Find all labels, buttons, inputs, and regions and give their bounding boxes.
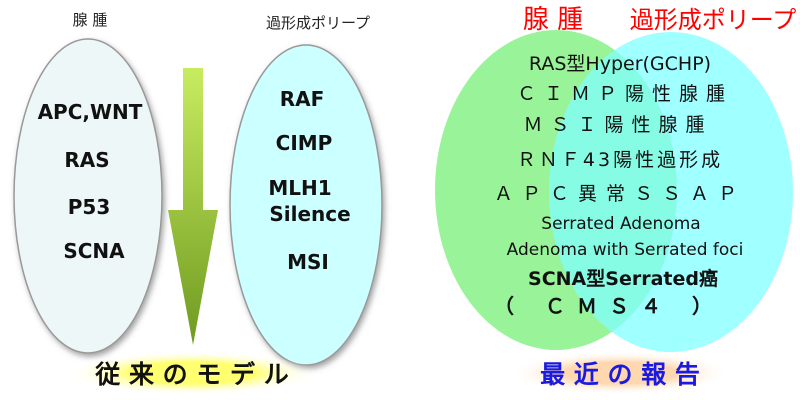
- down-arrow-icon: [168, 68, 218, 345]
- recent-item: ＲＮＦ43陽性過形成: [517, 149, 723, 171]
- hyperplastic-item: CIMP: [276, 131, 333, 155]
- old-model-caption: 従 来 の モ デ ル: [94, 360, 289, 389]
- adenoma-item: SCNA: [63, 239, 125, 263]
- hyperplastic-item: MSI: [287, 250, 329, 274]
- hyperplastic-venn-circle: [549, 32, 793, 352]
- hyperplastic-item: MLH1: [268, 176, 331, 200]
- recent-item: ＡＰＣ異常ＳＳＡＰ: [494, 183, 746, 205]
- adenoma-item: P53: [68, 195, 111, 219]
- old-model-panel: 腺 腫 過形成ポリープ APC,WNT RAS P53 SCNA RAF CIM…: [13, 11, 383, 395]
- adenoma-ellipse: [13, 38, 163, 354]
- recent-item: （ ＣＭＳ４ ）: [494, 294, 724, 318]
- hyperplastic-item: RAF: [280, 87, 325, 111]
- caption-glow: [510, 351, 730, 395]
- recent-item: ＭＳＩ陽性腺腫: [523, 114, 712, 136]
- adenoma-item: APC,WNT: [38, 100, 143, 124]
- adenoma-item: RAS: [64, 148, 109, 172]
- recent-item: ＣＩＭＰ陽性腺腫: [517, 83, 733, 105]
- recent-hyperplastic-title: 過形成ポリープ: [630, 6, 797, 34]
- old-adenoma-title: 腺 腫: [73, 11, 108, 29]
- recent-adenoma-title: 腺 腫: [523, 5, 583, 35]
- old-hyperplastic-title: 過形成ポリープ: [266, 14, 370, 32]
- recent-item: RAS型Hyper(GCHP): [529, 53, 711, 75]
- recent-caption: 最 近 の 報 告: [540, 360, 700, 389]
- recent-item: Adenoma with Serrated foci: [507, 240, 744, 260]
- recent-item: SCNA型Serrated癌: [528, 267, 718, 290]
- recent-item: Serrated Adenoma: [541, 214, 700, 234]
- hyperplastic-item: Silence: [269, 202, 350, 226]
- recent-panel: 腺 腫 過形成ポリープ RAS型Hyper(GCHP) ＣＩＭＰ陽性腺腫 ＭＳＩ…: [435, 5, 796, 395]
- caption-glow: [67, 351, 317, 395]
